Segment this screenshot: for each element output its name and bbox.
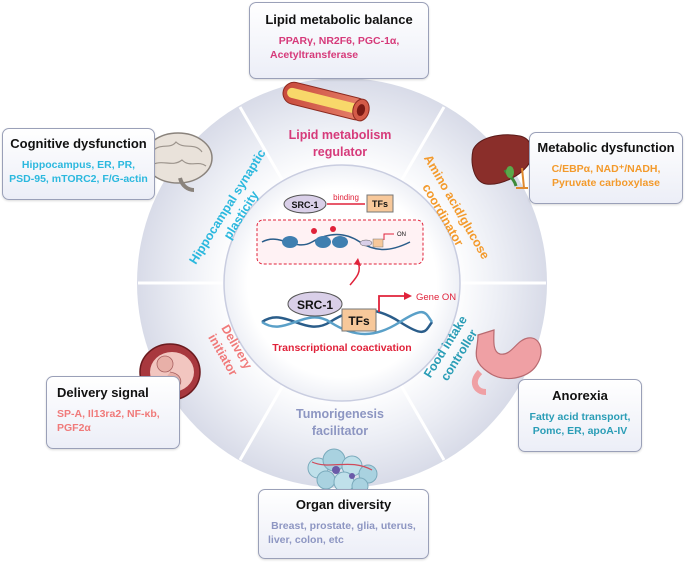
stomach-icon: [471, 329, 542, 395]
metabolic-dysfunction-line-2: Pyruvate carboxylase: [552, 177, 660, 189]
cognitive-dysfunction-line-1: Hippocampus, ER, PR,: [21, 159, 136, 171]
binding-schematic: SRC-1 binding TFs ON: [256, 193, 424, 286]
metabolic-dysfunction-box: Metabolic dysfunction C/EBPα, NAD⁺/NADH,…: [529, 132, 683, 204]
nucleosome-1: [282, 236, 298, 248]
delivery-signal-line-1: SP-A, Il13ra2, NF-κb,: [57, 408, 160, 420]
tfs-box: [341, 308, 377, 332]
tfs-label: TFs: [348, 314, 370, 328]
mod-marker-1: [311, 228, 317, 234]
lipid-regulator-label: Lipid metabolism: [289, 128, 392, 142]
coactivation-schematic: SRC-1 TFs Gene ON Transcriptional coacti…: [261, 291, 456, 354]
metabolic-dysfunction-line-1: C/EBPα, NAD⁺/NADH,: [551, 163, 661, 175]
src1-label-small: SRC-1: [291, 200, 318, 210]
lipid-balance-line-1: PPARγ, NR2F6, PGC-1α,: [278, 35, 400, 47]
anorexia-box: Anorexia Fatty acid transport, Pomc, ER,…: [518, 379, 642, 452]
liver-icon: [471, 134, 533, 189]
lipid-regulator-label-2: regulator: [313, 145, 367, 159]
on-arrow-small: [383, 233, 394, 240]
tumorigenesis-label: Tumorigenesis: [296, 407, 384, 421]
tfs-mini: [372, 238, 384, 248]
organ-diversity-box: Organ diversity Breast, prostate, glia, …: [258, 489, 429, 559]
cognitive-dysfunction-line-2: PSD-95, mTORC2, F/G-actin: [9, 173, 148, 185]
artery-icon: [282, 81, 370, 122]
lipid-balance-title: Lipid metabolic balance: [265, 12, 413, 27]
gene-on-label: Gene ON: [416, 292, 456, 303]
organ-diversity-line-2: liver, colon, etc: [268, 534, 344, 546]
anorexia-line-2: Pomc, ER, apoA-IV: [532, 425, 628, 437]
upward-arrowhead: [354, 258, 361, 266]
dna-strand-2: [261, 311, 434, 336]
gene-on-arrowhead: [404, 292, 412, 300]
binding-label: binding: [333, 193, 359, 202]
mod-marker-2: [330, 226, 336, 232]
src1-ellipse: [287, 291, 343, 317]
cognitive-dysfunction-box: Cognitive dysfunction Hippocampus, ER, P…: [2, 128, 155, 200]
organ-diversity-title: Organ diversity: [295, 497, 392, 512]
src1-ellipse-small: [283, 194, 327, 214]
delivery-signal-line-2: PGF2α: [57, 422, 91, 434]
metabolic-dysfunction-title: Metabolic dysfunction: [537, 140, 675, 155]
cognitive-dysfunction-title: Cognitive dysfunction: [10, 136, 147, 151]
transcriptional-coactivation-label: Transcriptional coactivation: [272, 342, 411, 354]
tumorigenesis-label-2: facilitator: [312, 424, 368, 438]
lipid-balance-line-2: Acetyltransferase: [270, 49, 359, 61]
tfs-label-small: TFs: [372, 199, 388, 209]
tumor-cluster-icon: [307, 448, 378, 495]
anorexia-line-1: Fatty acid transport,: [529, 411, 631, 423]
src1-label: SRC-1: [297, 298, 333, 312]
nucleosome-2: [315, 236, 331, 248]
tfs-box-small: [366, 194, 394, 213]
lipid-balance-box: Lipid metabolic balance PPARγ, NR2F6, PG…: [249, 2, 429, 79]
delivery-signal-box: Delivery signal SP-A, Il13ra2, NF-κb, PG…: [46, 376, 180, 449]
nucleosome-3: [332, 236, 348, 248]
organ-diversity-line-1: Breast, prostate, glia, uterus,: [271, 520, 416, 532]
gene-on-arrow: [378, 295, 405, 312]
delivery-signal-title: Delivery signal: [57, 385, 149, 400]
anorexia-title: Anorexia: [552, 388, 608, 403]
on-small-label: ON: [397, 232, 406, 238]
src1-mini: [359, 239, 373, 247]
